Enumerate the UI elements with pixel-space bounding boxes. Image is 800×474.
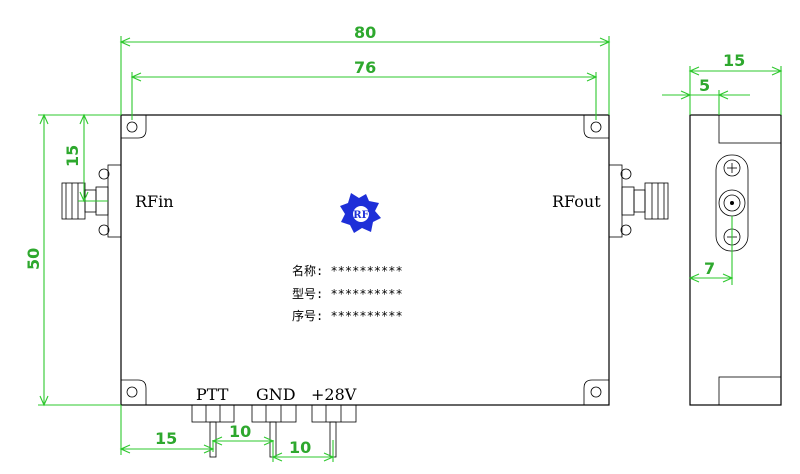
side-connector-center <box>718 189 746 217</box>
info-name: 名称: ********** <box>292 263 403 278</box>
rfin-label: RFin <box>135 192 174 211</box>
dim-80: 80 <box>354 23 376 42</box>
mounting-hole-top-left <box>121 115 147 139</box>
rfout-connector <box>608 164 669 238</box>
dim-7-side: 7 <box>704 259 715 278</box>
power-label: +28V <box>311 385 357 404</box>
mounting-hole-top-right <box>583 115 609 139</box>
dim-10-second: 10 <box>289 438 311 457</box>
mounting-hole-bottom-left <box>121 379 147 405</box>
dim-50: 50 <box>24 248 43 270</box>
info-serial: 序号: ********** <box>292 308 403 323</box>
dim-15-ptt: 15 <box>155 429 177 448</box>
dim-5-side: 5 <box>699 76 710 95</box>
mounting-hole-bottom-right <box>583 379 609 405</box>
logo-text: RF <box>353 210 368 221</box>
gnd-label: GND <box>256 385 296 404</box>
dim-10-first: 10 <box>229 422 251 441</box>
dim-76: 76 <box>354 58 376 77</box>
housing-outline <box>120 114 610 406</box>
front-view: RFin RFout RF 名称: ********** 型号: *******… <box>61 114 669 458</box>
dimension-values: 80 76 15 5 7 50 15 15 10 10 <box>24 23 745 457</box>
ptt-label: PTT <box>196 385 229 404</box>
dimension-lines <box>38 36 783 462</box>
side-screw-top <box>723 159 741 177</box>
dim-15-side: 15 <box>723 51 745 70</box>
info-model: 型号: ********** <box>292 287 403 301</box>
company-logo: RF <box>340 193 381 233</box>
terminal-28v <box>311 404 357 458</box>
rfout-label: RFout <box>552 192 601 211</box>
dim-15-rfin: 15 <box>63 145 82 167</box>
